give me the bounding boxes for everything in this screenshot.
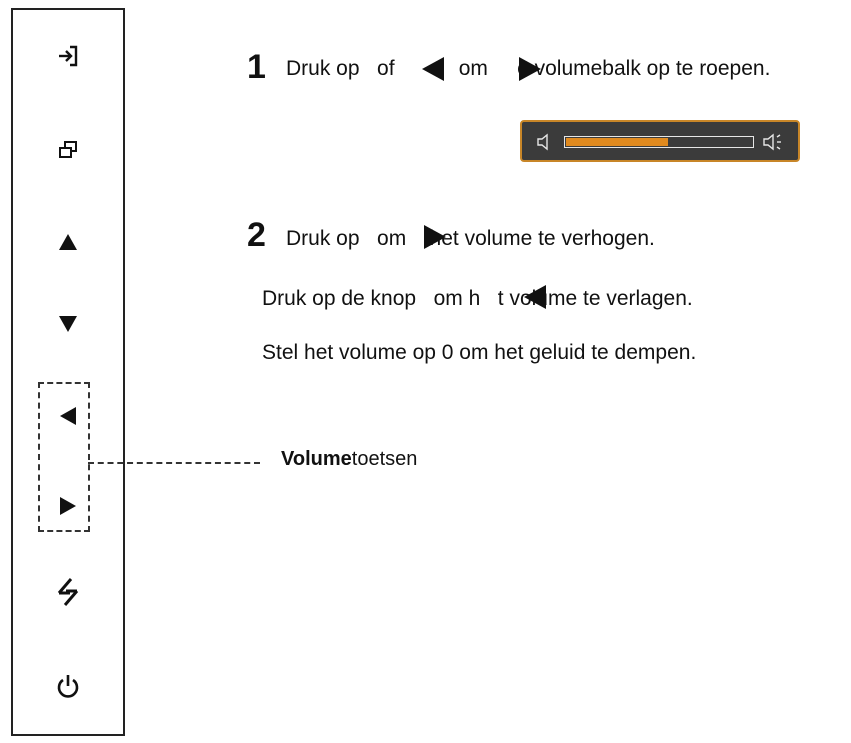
up-arrow-icon bbox=[59, 234, 77, 250]
step-1-number: 1 bbox=[247, 48, 266, 86]
down-button[interactable] bbox=[13, 304, 123, 344]
window-icon bbox=[59, 141, 77, 158]
volume-down-button[interactable] bbox=[13, 396, 123, 436]
step-2-line-2: Druk op de knop om h t volume te verlage… bbox=[262, 287, 693, 310]
left-arrow-icon bbox=[524, 285, 546, 309]
volume-keys-label-bold: Volume bbox=[281, 448, 352, 470]
step-2-line-1: Druk op om het volume te verhogen. bbox=[286, 227, 655, 250]
step-2-number: 2 bbox=[247, 216, 266, 254]
volume-bar-track bbox=[564, 136, 754, 148]
volume-bar-fill bbox=[566, 138, 669, 146]
volume-keys-label: Volumetoetsen bbox=[281, 448, 417, 471]
right-arrow-icon bbox=[424, 225, 446, 249]
auto-adjust-icon bbox=[57, 578, 79, 606]
input-button[interactable] bbox=[13, 36, 123, 76]
power-icon bbox=[57, 675, 79, 698]
volume-keys-leader-line bbox=[88, 462, 260, 464]
volume-keys-label-rest: toetsen bbox=[351, 448, 418, 470]
power-button[interactable] bbox=[13, 666, 123, 706]
window-button[interactable] bbox=[13, 130, 123, 170]
up-button[interactable] bbox=[13, 222, 123, 262]
input-icon bbox=[59, 45, 78, 67]
right-arrow-icon bbox=[60, 497, 76, 515]
control-panel bbox=[11, 8, 125, 736]
speaker-loud-icon bbox=[763, 133, 781, 151]
left-arrow-icon bbox=[60, 407, 76, 425]
volume-bar bbox=[520, 120, 800, 162]
auto-adjust-button[interactable] bbox=[13, 572, 123, 612]
speaker-icon bbox=[537, 133, 548, 151]
left-arrow-icon bbox=[422, 57, 444, 81]
step-2-line-3: Stel het volume op 0 om het geluid te de… bbox=[262, 341, 697, 364]
down-arrow-icon bbox=[59, 316, 77, 332]
volume-up-button[interactable] bbox=[13, 486, 123, 526]
right-arrow-icon bbox=[519, 57, 541, 81]
step-1-text: Druk op of o om e volumebalk op te roepe… bbox=[286, 57, 771, 80]
volume-keys-highlight bbox=[38, 382, 90, 532]
